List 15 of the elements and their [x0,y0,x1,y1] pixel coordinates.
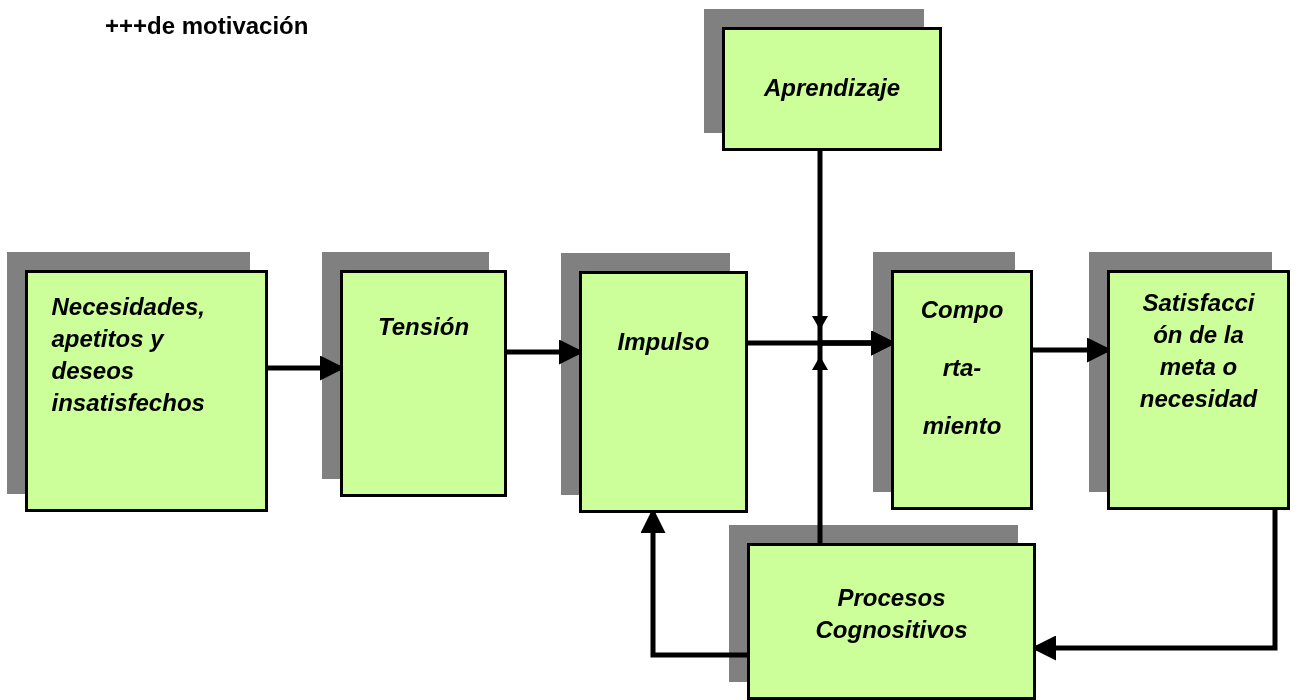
process-box [747,543,1036,700]
process-box [340,270,507,497]
box-label: Compo rta- miento [919,295,1005,441]
title: +++de motivación [105,12,309,40]
box-label: Satisfacci ón de la meta o necesidad [1138,288,1259,414]
process-box [579,271,748,513]
box-label: Aprendizaje [762,73,901,103]
process-box [722,27,942,151]
process-box [891,270,1033,510]
process-box [25,270,268,512]
box-label: Procesos Cognositivos [814,583,969,645]
process-box [1107,270,1290,510]
box-label: Necesidades, apetitos y deseos insatisfechos [51,292,206,418]
box-label: Tensión [376,312,471,342]
box-label: Impulso [616,327,711,357]
